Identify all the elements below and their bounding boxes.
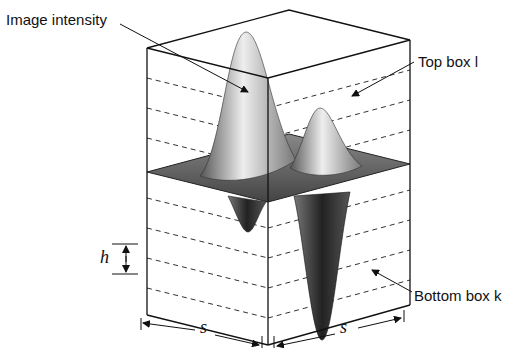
callout-label: Image intensity (6, 12, 107, 29)
callout-label: Bottom box k (414, 288, 502, 305)
dimension-label: s (200, 318, 207, 338)
dimension-label: h (100, 248, 109, 268)
leader-lines (120, 24, 414, 292)
callout-label: Top box l (418, 54, 478, 71)
slice-lines (147, 70, 410, 318)
positive-lobe (200, 32, 296, 180)
dimension-label: s (340, 318, 347, 338)
negative-lobe (294, 192, 350, 340)
negative-lobe (228, 196, 266, 232)
positive-lobe (290, 108, 362, 175)
box-frame (147, 10, 410, 345)
dimension-lines (112, 244, 404, 348)
